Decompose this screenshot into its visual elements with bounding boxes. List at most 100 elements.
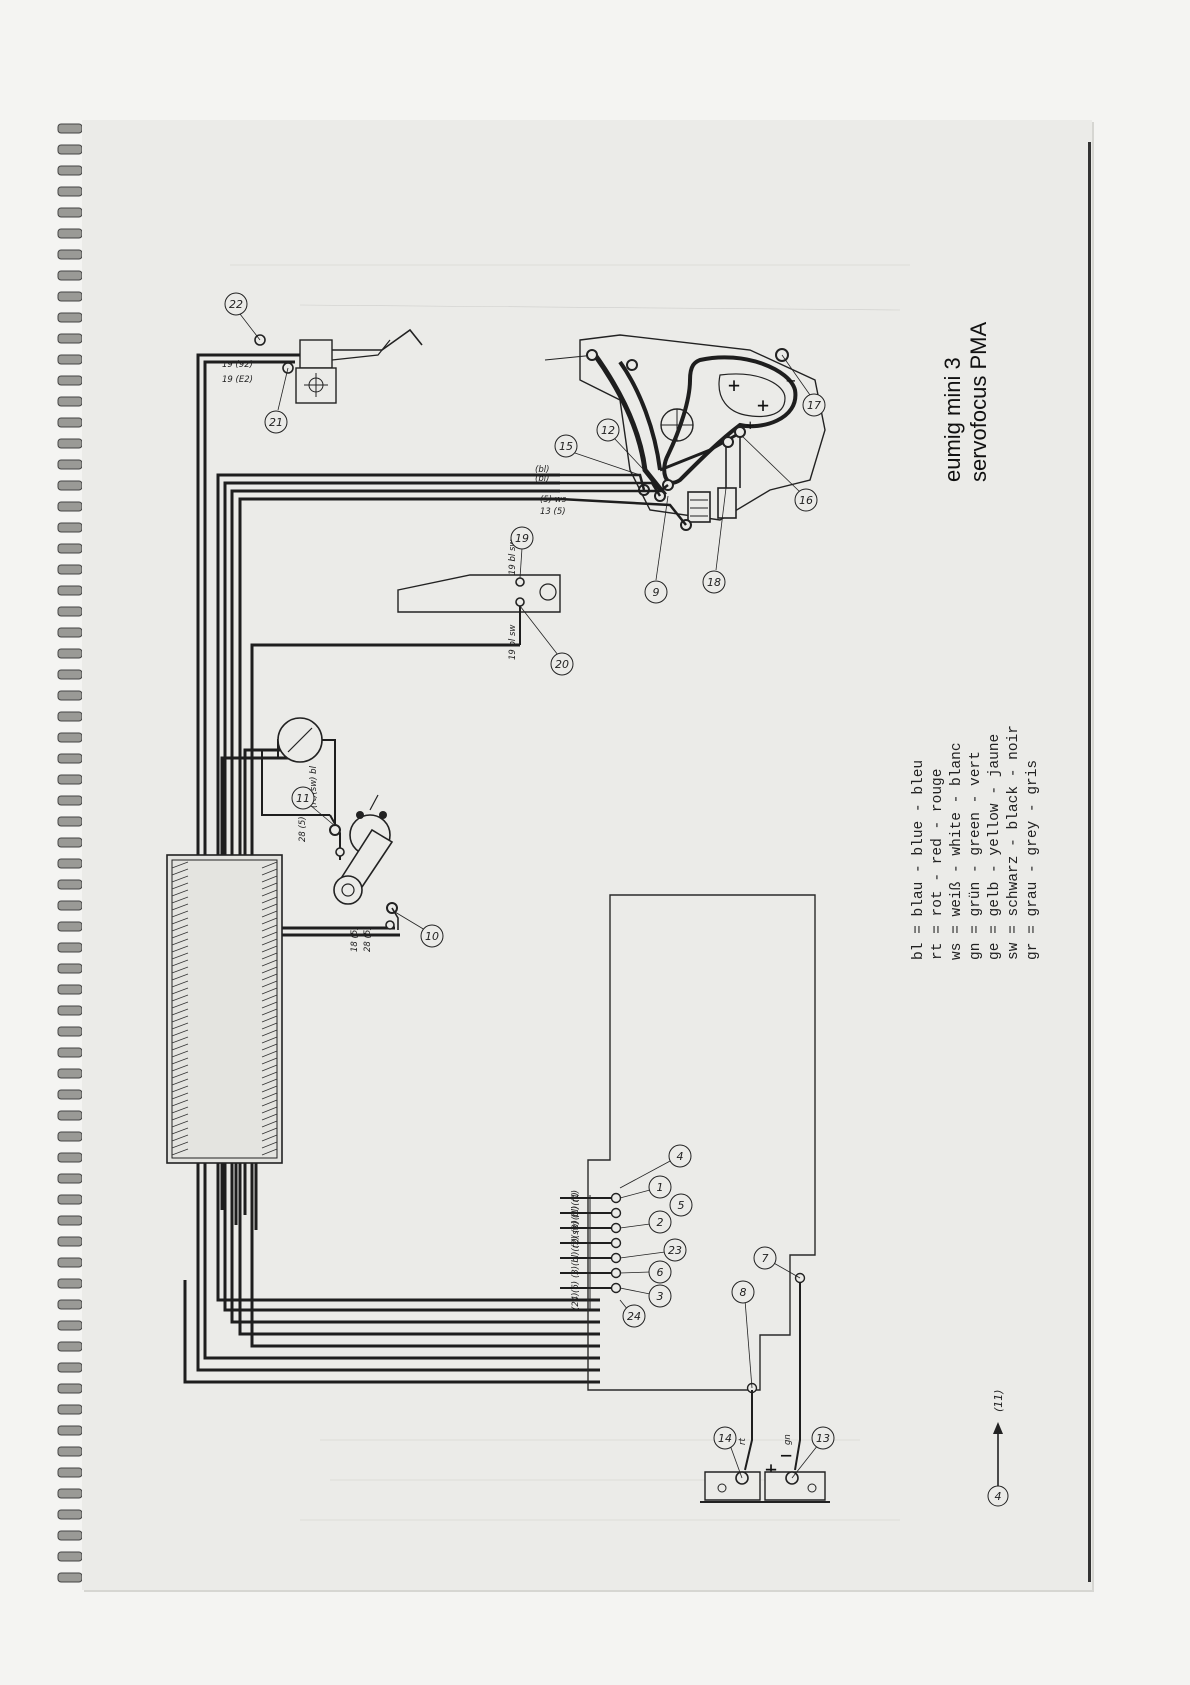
svg-text:12: 12: [601, 424, 615, 437]
color-legend: bl = blau - blue - bleu rt = rot - red -…: [911, 725, 1041, 960]
svg-text:11: 11: [296, 792, 310, 805]
term-label-7: (24): [571, 1293, 581, 1310]
terminal-pins: [610, 1192, 806, 1394]
wire-label-10a: 18 (5): [350, 926, 360, 952]
callout-20: 20: [519, 605, 574, 676]
wire-label-11b: 28 (5): [298, 816, 308, 842]
spiral-binding: [52, 118, 88, 1588]
callout-9: 9: [644, 495, 669, 604]
battery-minus-terminal: −: [760, 1443, 830, 1503]
term-label-6: (6): [571, 1281, 581, 1293]
callout-5: 5: [669, 1193, 693, 1217]
svg-text:(11): (11): [992, 1389, 1005, 1412]
diagram-title: eumig mini 3 servofocus PMA: [940, 322, 991, 482]
svg-text:(bl): (bl): [535, 465, 549, 475]
svg-text:10: 10: [425, 930, 439, 943]
main-board-outline: [587, 894, 816, 1391]
callout-23: 23: [619, 1238, 687, 1262]
title-line-2: servofocus PMA: [966, 322, 991, 482]
callout-1: 1: [619, 1175, 672, 1199]
svg-text:15: 15: [559, 440, 573, 453]
svg-text:14: 14: [718, 1432, 732, 1445]
svg-text:4: 4: [677, 1150, 684, 1163]
wire-label-21: 19 (E2): [222, 375, 253, 385]
callout-13: 13: [791, 1426, 835, 1479]
terminal-labels: (1) (1) (2) (2) (3)(bl)(rt)(sw)(bl)(rt) …: [571, 1190, 581, 1310]
svg-text:8: 8: [740, 1286, 747, 1299]
wire-label-10b: 28 (5): [363, 926, 373, 952]
switch-21-22: 19 (92) 19 (E2) 22 21: [222, 292, 423, 434]
callout-4: 4: [619, 1144, 692, 1189]
meter-motor-assembly: (rt)(sw) bl 28 (5) 18 (5) 28 (5) 11 10: [222, 717, 444, 952]
svg-text:19: 19: [515, 532, 529, 545]
wire-label-gn: gn: [783, 1434, 793, 1445]
board-minus: −: [786, 371, 796, 390]
servo-board: + + + −: [535, 334, 826, 604]
callout-17: 17: [781, 354, 826, 417]
term-label-1: (1): [571, 1190, 581, 1202]
board-plus-1: +: [728, 373, 740, 397]
callout-21: 21: [264, 367, 289, 434]
callouts-terminal: 4 1 5 2 23 6 3 24 7 8: [619, 1144, 801, 1389]
title-line-1: eumig mini 3: [940, 357, 965, 482]
term-label-3: (2): [571, 1221, 581, 1233]
term-label-4: (2): [571, 1236, 581, 1248]
svg-text:(bl): (bl): [535, 474, 549, 484]
legend-rt: rt = rot - red - rouge: [930, 769, 946, 960]
legend-sw: sw = schwarz - black - noir: [1006, 725, 1022, 960]
svg-text:21: 21: [269, 416, 283, 429]
wire-label-19: 19 bl sw: [508, 540, 518, 575]
callout-22: 22: [224, 292, 261, 341]
legend-ge: ge = gelb - yellow - jaune: [987, 734, 1003, 960]
reference-arrow: 4 (11): [987, 1389, 1009, 1507]
sheet-edge: [1088, 142, 1091, 1582]
legend-gn: gn = grün - green - vert: [968, 751, 984, 960]
legend-ws: ws = weiß - white - blanc: [949, 742, 965, 960]
svg-text:13 (5): 13 (5): [540, 507, 566, 517]
svg-text:20: 20: [555, 658, 569, 671]
callout-12: 12: [596, 418, 645, 471]
svg-text:2: 2: [657, 1216, 664, 1229]
svg-text:24: 24: [627, 1310, 641, 1323]
svg-text:6: 6: [657, 1266, 664, 1279]
callout-3: 3: [619, 1284, 672, 1308]
callout-14: 14: [713, 1426, 743, 1479]
callout-11: 11: [291, 786, 336, 827]
board-plus-2: +: [757, 393, 769, 417]
term-label-5: (3)(bl)(rt)(sw)(bl)(rt): [571, 1192, 581, 1278]
pin-wires: [560, 1197, 612, 1289]
callout-19: 19: [510, 526, 534, 579]
battery-terminals: rt gn + − 14 13: [700, 1282, 835, 1503]
callout-18: 18: [702, 487, 727, 594]
svg-text:(5) ws: (5) ws: [540, 495, 567, 505]
callout-10: 10: [394, 911, 444, 948]
svg-text:1: 1: [657, 1181, 664, 1194]
svg-text:17: 17: [807, 399, 821, 412]
wire-label-20: 19 bl sw: [508, 625, 518, 660]
svg-text:7: 7: [762, 1252, 769, 1265]
wire-label-22: 19 (92): [222, 360, 253, 370]
callout-7: 7: [753, 1246, 801, 1279]
svg-text:3: 3: [657, 1290, 664, 1303]
wire-label-11a: (rt)(sw) bl: [309, 765, 319, 808]
svg-text:13: 13: [816, 1432, 830, 1445]
bracket-19-20: 19 bl sw 19 bl sw 19 20: [397, 526, 574, 676]
board-plus-3: +: [746, 418, 754, 434]
callout-2: 2: [619, 1210, 672, 1234]
callout-16: 16: [741, 435, 818, 512]
callout-8: 8: [731, 1280, 755, 1389]
bleed-through-text: [230, 264, 910, 1521]
svg-text:4: 4: [995, 1490, 1002, 1503]
minus-sign: −: [780, 1443, 792, 1467]
svg-text:16: 16: [799, 494, 813, 507]
svg-text:5: 5: [678, 1199, 685, 1212]
legend-bl: bl = blau - blue - bleu: [911, 760, 927, 960]
legend-gr: gr = grau - grey - gris: [1025, 760, 1041, 960]
term-label-2: (1): [571, 1206, 581, 1218]
harness-sleeve: [166, 854, 283, 1164]
callout-24: 24: [619, 1299, 646, 1328]
svg-text:18: 18: [707, 576, 721, 589]
callout-15: 15: [554, 434, 641, 476]
